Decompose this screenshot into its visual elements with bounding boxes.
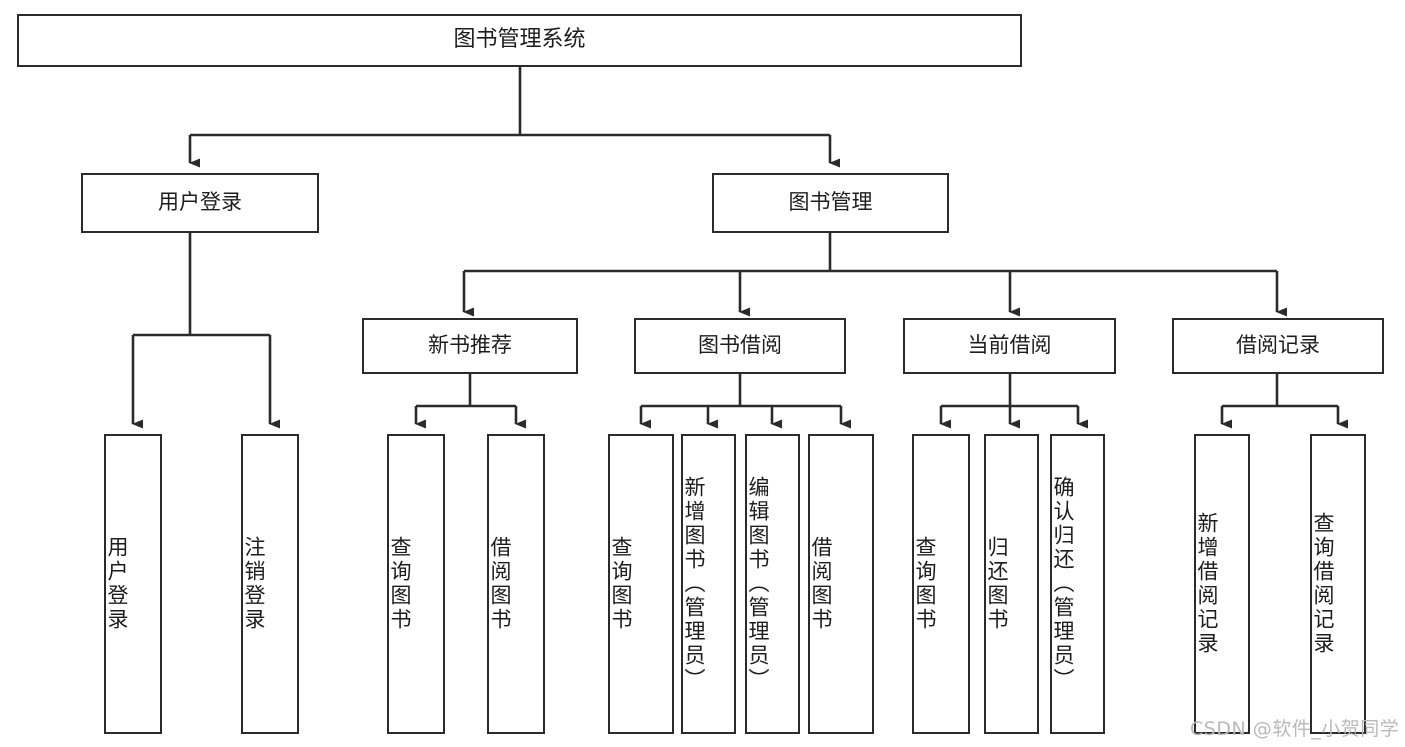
node-label: 查询借阅记录 [1311,512,1335,656]
node-label: 当前借阅 [967,333,1052,358]
node-label: 新书推荐 [428,333,512,358]
leaf-query-borrow-record[interactable]: 查询借阅记录 [1310,434,1366,734]
node-label: 借阅图书 [809,536,833,632]
leaf-user-login[interactable]: 用户登录 [104,434,162,734]
node-label: 用户登录 [105,536,129,632]
node-book-management-system[interactable]: 图书管理系统 [17,14,1022,67]
node-label: 用户登录 [158,190,242,215]
node-label: 注销登录 [242,536,266,632]
node-user-login[interactable]: 用户登录 [81,173,319,233]
leaf-query-book-recommend[interactable]: 查询图书 [387,434,445,734]
leaf-edit-book-admin[interactable]: 编辑图书（管理员） [745,434,800,734]
node-book-borrow[interactable]: 图书借阅 [634,318,846,374]
leaf-borrow-book-recommend[interactable]: 借阅图书 [487,434,545,734]
node-label: 查询图书 [388,536,412,632]
leaf-query-book-borrow[interactable]: 查询图书 [608,434,674,734]
node-new-book-recommend[interactable]: 新书推荐 [362,318,578,374]
node-borrow-record[interactable]: 借阅记录 [1172,318,1384,374]
node-label: 编辑图书（管理员） [746,476,770,692]
leaf-borrow-book[interactable]: 借阅图书 [808,434,874,734]
node-label: 查询图书 [913,536,937,632]
node-book-management[interactable]: 图书管理 [712,173,949,233]
node-label: 借阅图书 [488,536,512,632]
leaf-query-book-current[interactable]: 查询图书 [912,434,970,734]
node-label: 新增图书（管理员） [682,476,706,692]
node-label: 归还图书 [985,536,1009,632]
node-label: 图书借阅 [698,333,782,358]
leaf-add-book-admin[interactable]: 新增图书（管理员） [681,434,736,734]
node-label: 图书管理 [788,190,873,215]
node-label: 借阅记录 [1236,333,1320,358]
leaf-confirm-return-admin[interactable]: 确认归还（管理员） [1050,434,1105,734]
node-label: 查询图书 [609,536,633,632]
node-current-borrow[interactable]: 当前借阅 [903,318,1116,374]
node-label: 图书管理系统 [453,27,586,53]
leaf-logout-login[interactable]: 注销登录 [241,434,299,734]
leaf-add-borrow-record[interactable]: 新增借阅记录 [1194,434,1250,734]
node-label: 确认归还（管理员） [1051,476,1075,692]
csdn-watermark: CSDN @软件_小贺同学 [1190,718,1400,740]
leaf-return-book[interactable]: 归还图书 [984,434,1039,734]
node-label: 新增借阅记录 [1195,512,1219,656]
